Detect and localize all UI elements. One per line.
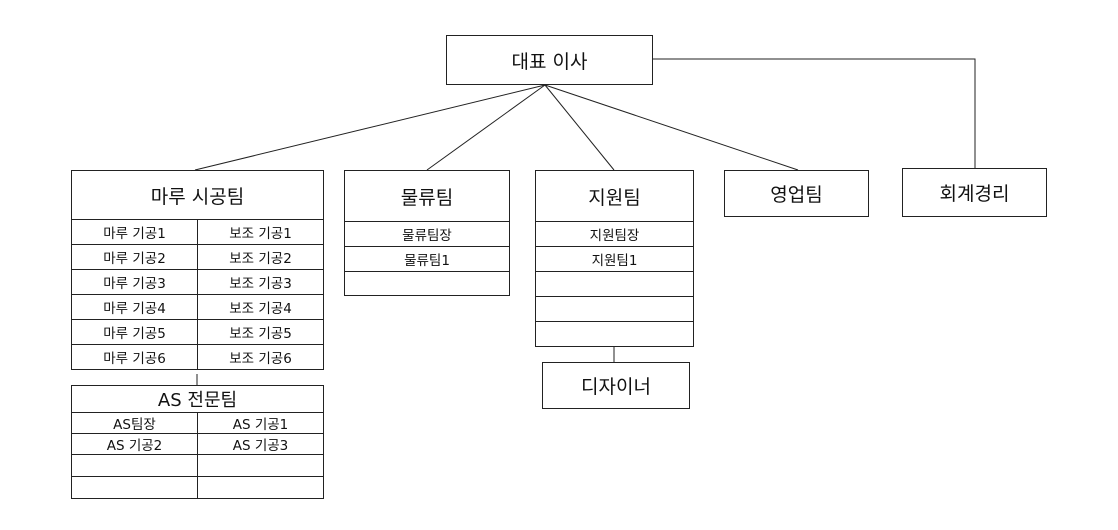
logistics-team-header: 물류팀: [344, 170, 510, 222]
maru-cell: 마루 기공6: [71, 344, 198, 370]
maru-cell: 마루 기공5: [71, 319, 198, 345]
ceo-label: 대표 이사: [511, 50, 588, 73]
as-cell: AS 기공3: [197, 433, 324, 455]
assist-cell: 보조 기공5: [197, 319, 324, 345]
table-row: 마루 기공1 보조 기공1: [71, 219, 324, 245]
assist-cell: 보조 기공4: [197, 294, 324, 320]
table-row: 지원팀장: [535, 221, 694, 247]
ceo-box: 대표 이사: [446, 35, 653, 85]
accounting-box: 회계경리: [902, 168, 1047, 217]
table-row: [71, 454, 324, 477]
maru-cell: 마루 기공2: [71, 244, 198, 270]
support-team-title: 지원팀: [588, 186, 641, 209]
table-row: [71, 476, 324, 499]
table-row: 물류팀1: [344, 246, 510, 272]
assist-cell: 보조 기공6: [197, 344, 324, 370]
maru-team-title: 마루 시공팀: [150, 185, 245, 208]
maru-team-table: 마루 기공1 보조 기공1 마루 기공2 보조 기공2 마루 기공3 보조 기공…: [71, 219, 324, 370]
support-cell: [535, 296, 694, 322]
table-row: 마루 기공5 보조 기공5: [71, 319, 324, 345]
support-team-table: 지원팀장 지원팀1: [535, 221, 694, 347]
support-cell: 지원팀장: [535, 221, 694, 247]
logistics-cell: 물류팀장: [344, 221, 510, 247]
table-row: [535, 271, 694, 297]
support-cell: 지원팀1: [535, 246, 694, 272]
line-ceo-maru: [194, 84, 546, 171]
support-team-header: 지원팀: [535, 170, 694, 222]
maru-cell: 마루 기공4: [71, 294, 198, 320]
accounting-label: 회계경리: [939, 183, 1010, 205]
as-cell: [71, 476, 198, 499]
as-cell: [71, 454, 198, 477]
as-cell: AS 기공2: [71, 433, 198, 455]
sales-team-box: 영업팀: [724, 170, 869, 217]
table-row: [344, 271, 510, 296]
maru-cell: 마루 기공1: [71, 219, 198, 245]
as-cell: [197, 454, 324, 477]
table-row: [535, 296, 694, 322]
as-team-title: AS 전문팀: [157, 390, 238, 411]
logistics-cell: 물류팀1: [344, 246, 510, 272]
assist-cell: 보조 기공1: [197, 219, 324, 245]
table-row: 마루 기공4 보조 기공4: [71, 294, 324, 320]
logistics-team-table: 물류팀장 물류팀1: [344, 221, 510, 296]
assist-cell: 보조 기공2: [197, 244, 324, 270]
as-cell: AS팀장: [71, 412, 198, 434]
table-row: AS 기공2 AS 기공3: [71, 433, 324, 455]
table-row: [535, 321, 694, 347]
support-cell: [535, 321, 694, 347]
maru-cell: 마루 기공3: [71, 269, 198, 295]
maru-team-header: 마루 시공팀: [71, 170, 324, 220]
as-cell: [197, 476, 324, 499]
sales-team-label: 영업팀: [770, 184, 823, 206]
table-row: 마루 기공3 보조 기공3: [71, 269, 324, 295]
designer-label: 디자이너: [581, 376, 651, 398]
as-cell: AS 기공1: [197, 412, 324, 434]
line-ceo-accounting: [652, 58, 976, 168]
line-ceo-sales: [544, 84, 799, 171]
line-ceo-logistics: [426, 84, 546, 171]
table-row: 마루 기공2 보조 기공2: [71, 244, 324, 270]
table-row: 지원팀1: [535, 246, 694, 272]
as-team-header: AS 전문팀: [71, 385, 324, 413]
table-row: AS팀장 AS 기공1: [71, 412, 324, 434]
designer-box: 디자이너: [542, 362, 690, 409]
logistics-team-title: 물류팀: [400, 186, 454, 209]
support-cell: [535, 271, 694, 297]
logistics-cell: [344, 271, 510, 296]
assist-cell: 보조 기공3: [197, 269, 324, 295]
table-row: 물류팀장: [344, 221, 510, 247]
line-ceo-support: [544, 84, 615, 171]
as-team-table: AS팀장 AS 기공1 AS 기공2 AS 기공3: [71, 412, 324, 499]
table-row: 마루 기공6 보조 기공6: [71, 344, 324, 370]
